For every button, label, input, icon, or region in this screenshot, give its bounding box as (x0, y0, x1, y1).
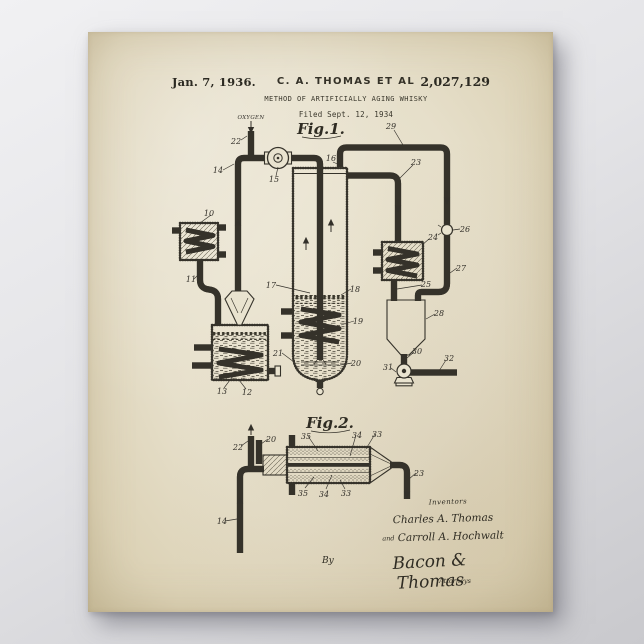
ref-14: 14 (213, 166, 223, 175)
ref-19: 19 (353, 317, 363, 326)
ref2-35b: 35 (298, 489, 308, 498)
ref-16: 16 (326, 154, 336, 163)
exchanger-layers (288, 449, 369, 481)
by-label: By (322, 556, 334, 566)
drain-valve (315, 380, 325, 396)
ref-20: 20 (350, 359, 361, 368)
ref2-34t: 34 (352, 431, 362, 440)
ref-13: 13 (217, 387, 227, 396)
ref2-35t: 35 (301, 432, 311, 441)
ref2-34b: 34 (319, 490, 329, 499)
patent-date: Jan. 7, 1936. (172, 75, 256, 89)
flow-arrows (234, 121, 451, 510)
gas-inlet-label: OXYGEN (238, 115, 265, 121)
patent-poster: Jan. 7, 1936. C. A. THOMAS ET AL 2,027,1… (88, 32, 553, 612)
ref-30: 30 (412, 347, 422, 356)
blower-pump (263, 146, 293, 170)
ref-25: 25 (420, 280, 431, 289)
funnel (224, 290, 255, 326)
ref2-23: 23 (413, 469, 424, 478)
ref2-33b: 33 (341, 489, 351, 498)
inventor-line: C. A. THOMAS ET AL (276, 76, 416, 87)
ref-32: 32 (444, 354, 454, 363)
ref-10: 10 (204, 209, 214, 218)
patent-title: METHOD OF ARTIFICIALLY AGING WHISKY (264, 95, 428, 103)
fig2-reference-numerals: 22 20 35 34 33 23 35 34 33 14 (217, 430, 424, 526)
vessels (178, 166, 426, 485)
ref2-33t: 33 (372, 430, 382, 439)
ref-22: 22 (230, 137, 241, 146)
ref-31: 31 (383, 363, 393, 372)
fig2-caption: Fig.2. (305, 414, 354, 432)
ref-18: 18 (350, 285, 360, 294)
fig1-caption: Fig.1. (296, 120, 345, 138)
ref-17: 17 (266, 281, 277, 290)
filed-line: Filed Sept. 12, 1934 (298, 110, 394, 119)
bottom-pump (393, 363, 415, 387)
ref-29: 29 (385, 122, 396, 131)
column-internals (301, 359, 339, 366)
ref-24: 24 (427, 233, 438, 242)
ref-26: 26 (459, 225, 470, 234)
leader-lines (193, 129, 461, 522)
patent-drawing: Fig.1. Fig.2. OXYGEN 22 14 15 16 29 23 2… (88, 115, 470, 612)
ref2-20: 20 (265, 435, 276, 444)
and-word: and (382, 534, 395, 543)
patent-number: 2,027,129 (420, 74, 490, 89)
ref-23: 23 (410, 158, 421, 167)
ref-28: 28 (433, 309, 444, 318)
ref-12: 12 (242, 388, 252, 397)
attorney-signature: Bacon & Thomas (392, 550, 467, 594)
ref2-14: 14 (217, 517, 227, 526)
tank-stub-cap (274, 365, 282, 377)
ref2-22: 22 (232, 443, 243, 452)
ref-11: 11 (186, 275, 196, 284)
valve (437, 223, 454, 237)
fig1-reference-numerals: 22 14 15 16 29 23 26 27 24 25 28 30 31 3… (186, 122, 470, 397)
ref-27: 27 (455, 264, 467, 273)
ref-15: 15 (269, 175, 279, 184)
attorneys-label: Attorneys (439, 577, 471, 585)
ref-21: 21 (272, 349, 283, 358)
